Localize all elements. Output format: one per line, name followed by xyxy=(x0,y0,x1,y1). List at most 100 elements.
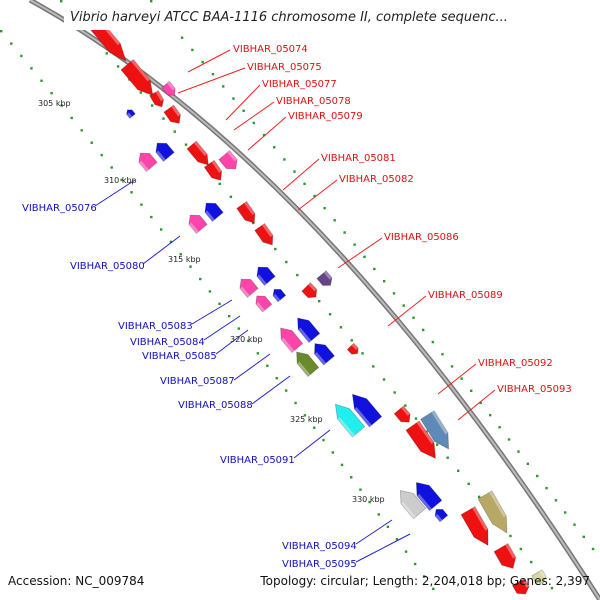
gene-feature xyxy=(511,577,530,595)
track-dot xyxy=(120,178,123,182)
gene-arrow-shine xyxy=(298,327,312,343)
gene-arrow-shine xyxy=(138,160,149,172)
gene-label[interactable]: VIBHAR_05079 xyxy=(288,111,363,122)
gene-feature xyxy=(256,266,276,286)
track-dot xyxy=(294,401,297,405)
track-dot xyxy=(199,277,202,281)
gene-label[interactable]: VIBHAR_05078 xyxy=(276,96,351,107)
kbp-label-315: 315 kbp xyxy=(168,255,201,264)
track-dot xyxy=(50,91,53,95)
gene-arrow-body xyxy=(346,342,359,355)
track-dot xyxy=(382,280,386,283)
track-dot xyxy=(284,389,288,392)
gene-arrow-shine xyxy=(130,59,150,82)
gene-label[interactable]: VIBHAR_05081 xyxy=(321,153,396,164)
gene-arrow-body xyxy=(493,543,517,569)
gene-label[interactable]: VIBHAR_05087 xyxy=(160,376,235,387)
gene-label[interactable]: VIBHAR_05084 xyxy=(130,337,205,348)
forward-leader-line xyxy=(297,179,338,211)
gene-arrow-body xyxy=(149,90,164,108)
track-dot xyxy=(460,377,463,380)
gene-feature xyxy=(477,490,508,534)
gene-label[interactable]: VIBHAR_05086 xyxy=(384,232,459,243)
gene-arrow-shine xyxy=(255,302,265,312)
track-dot xyxy=(218,302,221,306)
track-dot xyxy=(251,221,255,225)
gene-features xyxy=(88,17,547,595)
track-dot xyxy=(90,141,93,144)
gene-arrow-body xyxy=(163,104,181,124)
gene-label[interactable]: VIBHAR_05095 xyxy=(282,559,357,570)
track-dot xyxy=(303,414,307,417)
gene-feature xyxy=(460,506,489,547)
gene-label[interactable]: VIBHAR_05091 xyxy=(220,455,295,466)
track-dot xyxy=(60,0,63,3)
gene-arrow-shine xyxy=(435,513,443,522)
reverse-leader-line xyxy=(293,429,331,459)
gene-arrow-shine xyxy=(354,407,372,427)
gene-feature xyxy=(126,109,136,119)
gene-label[interactable]: VIBHAR_05093 xyxy=(497,384,572,395)
gene-label[interactable]: VIBHAR_05092 xyxy=(478,358,553,369)
gene-feature xyxy=(314,343,335,366)
gene-arrow-shine xyxy=(262,223,273,237)
gene-arrow-shine xyxy=(211,160,222,173)
gene-arrow-body xyxy=(236,200,256,224)
track-dot xyxy=(412,316,415,319)
forward-leader-line xyxy=(187,49,231,73)
gene-label[interactable]: VIBHAR_05089 xyxy=(428,290,503,301)
gene-arrow-shine xyxy=(400,501,416,519)
gene-arrow-shine xyxy=(416,421,434,445)
gene-arrow-shine xyxy=(416,493,432,511)
reverse-leader-line xyxy=(355,519,393,545)
track-dot xyxy=(488,413,492,417)
track-dot xyxy=(189,265,192,268)
track-dot xyxy=(343,231,346,234)
track-dot xyxy=(237,327,240,330)
gene-arrow-shine xyxy=(314,352,327,365)
forward-leader-line xyxy=(457,389,496,421)
gene-label[interactable]: VIBHAR_05077 xyxy=(262,79,337,90)
gene-label[interactable]: VIBHAR_05083 xyxy=(118,321,193,332)
track-dot xyxy=(40,79,43,82)
track-dot xyxy=(450,365,454,368)
gene-label[interactable]: VIBHAR_05076 xyxy=(22,203,97,214)
track-dot xyxy=(211,73,215,76)
gene-arrow-body xyxy=(218,150,238,170)
track-dot xyxy=(227,315,231,318)
track-dot xyxy=(339,326,343,329)
gene-arrow-body xyxy=(254,222,274,246)
gene-label[interactable]: VIBHAR_05094 xyxy=(282,541,357,552)
gene-feature xyxy=(399,490,427,520)
track-dot xyxy=(582,535,585,539)
gene-feature xyxy=(334,403,366,438)
track-dot xyxy=(100,153,103,157)
forward-leader-line xyxy=(437,363,477,395)
gene-feature xyxy=(393,405,411,423)
gene-label[interactable]: VIBHAR_05085 xyxy=(142,351,217,362)
gene-feature xyxy=(204,202,224,222)
gene-feature xyxy=(531,569,547,584)
track-dot xyxy=(404,404,407,407)
track-dot xyxy=(179,253,182,256)
track-dot xyxy=(359,488,362,491)
gene-arrow-shine xyxy=(431,410,448,435)
track-dot xyxy=(0,30,3,33)
gene-label[interactable]: VIBHAR_05082 xyxy=(339,174,414,185)
track-dot xyxy=(591,547,595,551)
gene-label[interactable]: VIBHAR_05075 xyxy=(247,62,322,73)
gene-feature xyxy=(316,270,333,286)
track-dot xyxy=(247,339,250,343)
track-dot xyxy=(413,562,417,566)
track-dot xyxy=(517,450,520,453)
gene-label[interactable]: VIBHAR_05080 xyxy=(70,261,145,272)
gene-label[interactable]: VIBHAR_05088 xyxy=(178,400,253,411)
track-dot xyxy=(564,511,567,514)
gene-feature xyxy=(254,222,274,246)
gene-arrow-shine xyxy=(244,201,255,215)
gene-label[interactable]: VIBHAR_05074 xyxy=(233,44,308,55)
track-dot xyxy=(457,469,460,472)
track-dot xyxy=(479,401,482,405)
gene-arrow-body xyxy=(399,490,427,520)
gene-arrow-body xyxy=(188,214,208,234)
